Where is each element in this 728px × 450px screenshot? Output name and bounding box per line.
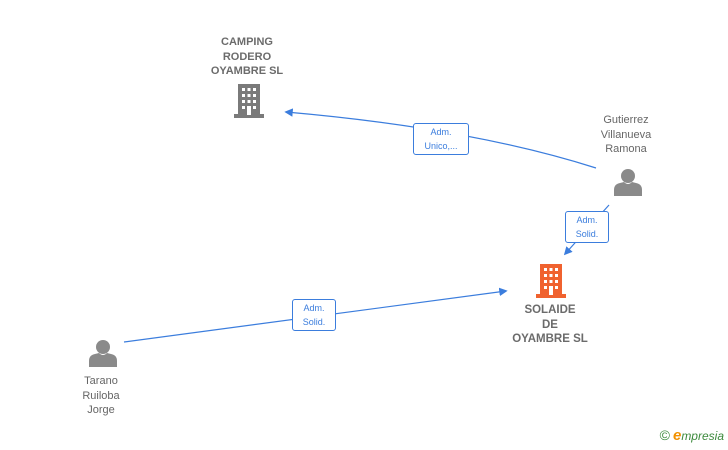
edge-label-adm-solid-gutierrez: Adm. Solid.: [565, 211, 609, 243]
gutierrez-person-icon[interactable]: [614, 169, 642, 196]
camping-label[interactable]: CAMPING RODERO OYAMBRE SL: [210, 36, 284, 77]
solaide-building-icon[interactable]: [536, 264, 566, 298]
tarano-label[interactable]: Tarano Ruiloba Jorge: [82, 375, 120, 416]
solaide-label[interactable]: SOLAIDE DE OYAMBRE SL: [512, 304, 588, 345]
gutierrez-label[interactable]: Gutierrez Villanueva Ramona: [600, 114, 652, 155]
tarano-person-icon[interactable]: [89, 340, 117, 367]
empresia-brand: ©empresia: [660, 427, 724, 444]
brand-initial: e: [672, 427, 682, 444]
copyright-icon: ©: [659, 427, 670, 443]
camping-building-icon[interactable]: [234, 84, 264, 118]
brand-name: mpresia: [681, 429, 724, 443]
edge-label-adm-unico: Adm. Unico,...: [413, 123, 469, 155]
edge-label-adm-solid-tarano: Adm. Solid.: [292, 299, 336, 331]
